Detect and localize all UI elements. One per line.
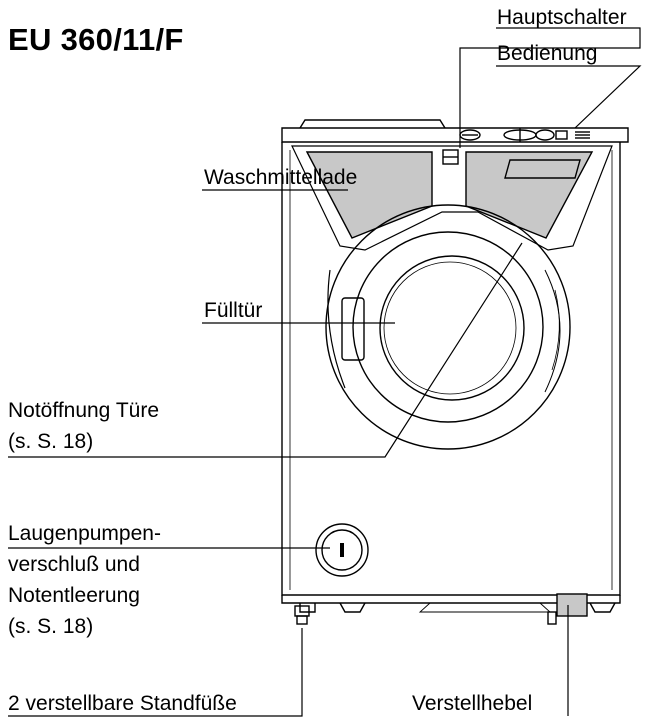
- label-notoeffnung-2: (s. S. 18): [8, 430, 94, 453]
- callout-standfuesse: [8, 628, 303, 717]
- page-title: EU 360/11/F: [8, 22, 184, 57]
- door-handle: [341, 297, 365, 361]
- label-verstellhebel: Verstellhebel: [412, 692, 533, 715]
- label-laugen-4: (s. S. 18): [8, 615, 94, 638]
- detergent-drawer-right: [465, 151, 594, 239]
- adjusting-lever: [547, 593, 588, 625]
- label-laugen-1: Laugenpumpen-: [8, 522, 161, 545]
- label-bedienung: Bedienung: [497, 42, 598, 65]
- label-notoeffnung-1: Notöffnung Türe: [8, 399, 159, 422]
- label-standfuesse: 2 verstellbare Standfüße: [8, 692, 237, 715]
- label-laugen-3: Notentleerung: [8, 584, 140, 607]
- top-plate: [281, 127, 629, 143]
- machine-body: [281, 142, 621, 596]
- display-window: [504, 159, 581, 179]
- label-fuelltuer: Fülltür: [204, 299, 263, 322]
- callout-hauptschalter: [459, 27, 641, 148]
- callout-bedienung: [496, 65, 642, 129]
- label-hauptschalter: Hauptschalter: [497, 6, 627, 29]
- control-panel: [459, 128, 590, 142]
- adjustable-foot: [294, 605, 310, 625]
- label-laugen-2: verschluß und: [8, 553, 140, 576]
- door-ring: [325, 204, 571, 450]
- drain-pump-cap: [315, 523, 369, 577]
- callout-notoeffnung: [8, 242, 523, 458]
- label-waschmittellade: Waschmittellade: [204, 166, 358, 189]
